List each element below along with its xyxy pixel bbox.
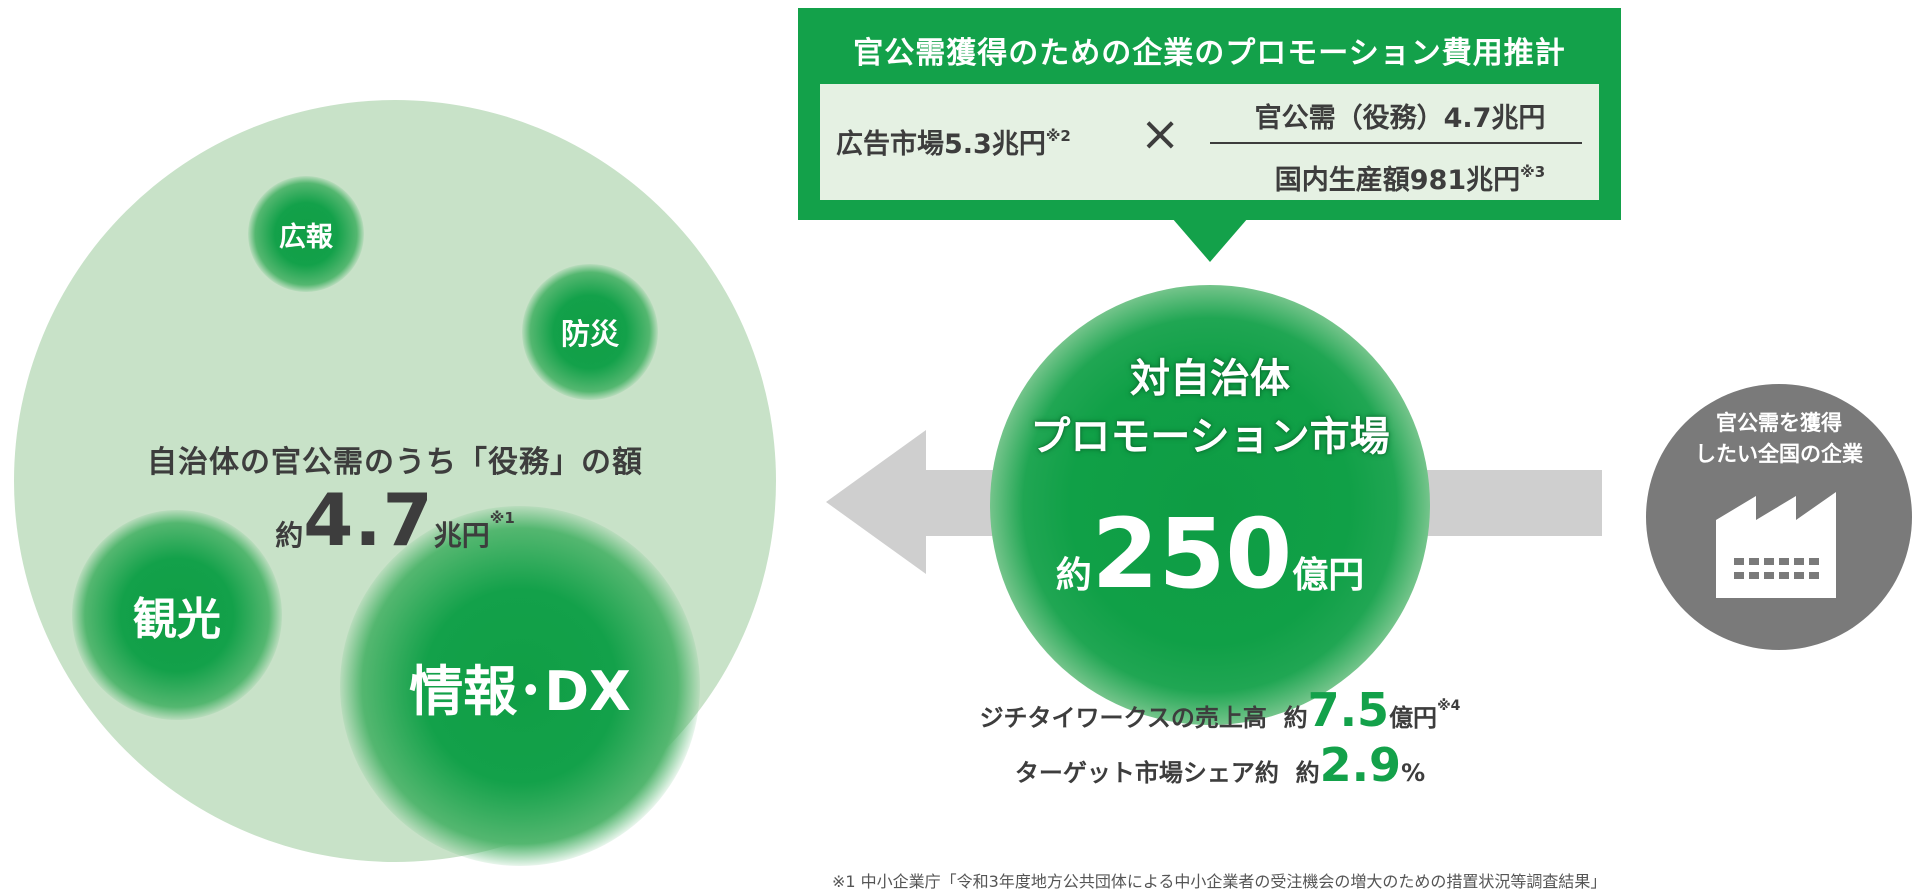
factory-icon (1716, 492, 1836, 598)
services-amount-heading: 自治体の官公需のうち「役務」の額 (147, 445, 643, 480)
bubble-label: 観光 (133, 594, 221, 645)
fraction-bar (1210, 142, 1582, 144)
companies-label-line2: したい全国の企業 (1695, 442, 1863, 466)
amount-value: 4.7 (303, 478, 434, 562)
market-title: 対自治体 プロモーション市場 (990, 350, 1430, 466)
market-share-stat: ターゲット市場シェア約 約2.9% (900, 738, 1540, 792)
share-label: ターゲット市場シェア約 (1014, 759, 1279, 787)
amount-prefix: 約 (275, 519, 304, 552)
fraction-numerator: 官公需（役務）4.7兆円 (1254, 103, 1546, 134)
companies-label-line1: 官公需を獲得 (1716, 411, 1842, 435)
fraction-denominator: 国内生産額981兆円※3 (1240, 158, 1580, 197)
bubble-label: 防災 (560, 317, 619, 351)
market-size-prefix: 約 (1055, 555, 1092, 596)
market-size-unit: 億円 (1292, 555, 1365, 596)
flow-arrow-head (826, 430, 926, 574)
sales-prefix: 約 (1283, 704, 1308, 732)
sales-unit: 億円 (1389, 704, 1438, 732)
promotion-cost-estimate-box: 官公需獲得のための企業のプロモーション費用推計 広告市場5.3兆円※2 × 官公… (798, 8, 1621, 220)
advertising-market-label: 広告市場5.3兆円 (836, 129, 1046, 160)
market-size: 約250億円 (990, 498, 1430, 610)
market-title-line1: 対自治体 (1130, 356, 1290, 402)
footnote-mark: ※2 (1045, 127, 1071, 145)
market-size-value: 250 (1091, 498, 1293, 610)
advertising-market-term: 広告市場5.3兆円※2 (836, 122, 1071, 161)
share-unit: % (1401, 759, 1426, 787)
services-amount: 約4.7兆円※1 (70, 478, 720, 562)
companies-label: 官公需を獲得 したい全国の企業 (1646, 408, 1912, 470)
amount-unit: 兆円 (433, 519, 490, 552)
market-title-line2: プロモーション市場 (1030, 414, 1390, 460)
footnote: ※1 中小企業庁「令和3年度地方公共団体による中小企業者の受注機会の増大のための… (832, 872, 1607, 891)
sales-label: ジチタイワークスの売上高 (979, 704, 1267, 732)
multiply-sign: × (1140, 106, 1181, 162)
footnote-mark: ※3 (1520, 163, 1546, 181)
amount-footnote-mark: ※1 (489, 509, 515, 527)
municipal-promotion-market-circle (990, 285, 1430, 725)
estimate-title: 官公需獲得のための企業のプロモーション費用推計 (853, 36, 1566, 71)
footnote-mark: ※4 (1437, 698, 1461, 714)
sales-stat: ジチタイワークスの売上高 約7.5億円※4 (900, 683, 1540, 737)
estimate-formula: 広告市場5.3兆円※2 × 官公需（役務）4.7兆円 国内生産額981兆円※3 (820, 84, 1599, 200)
bubble-information-dx: 情報･DX (340, 506, 700, 866)
bubble-tourism: 観光 (72, 510, 282, 720)
bubble-label: 情報･DX (409, 659, 631, 723)
share-prefix: 約 (1295, 759, 1320, 787)
down-pointer (1172, 218, 1248, 262)
sales-value: 7.5 (1307, 683, 1390, 737)
bubble-label: 広報 (279, 221, 333, 253)
denominator-label: 国内生産額981兆円 (1274, 165, 1521, 196)
bubble-public-relations: 広報 (248, 176, 364, 292)
bubble-disaster-prevention: 防災 (522, 264, 658, 400)
share-value: 2.9 (1319, 738, 1402, 792)
